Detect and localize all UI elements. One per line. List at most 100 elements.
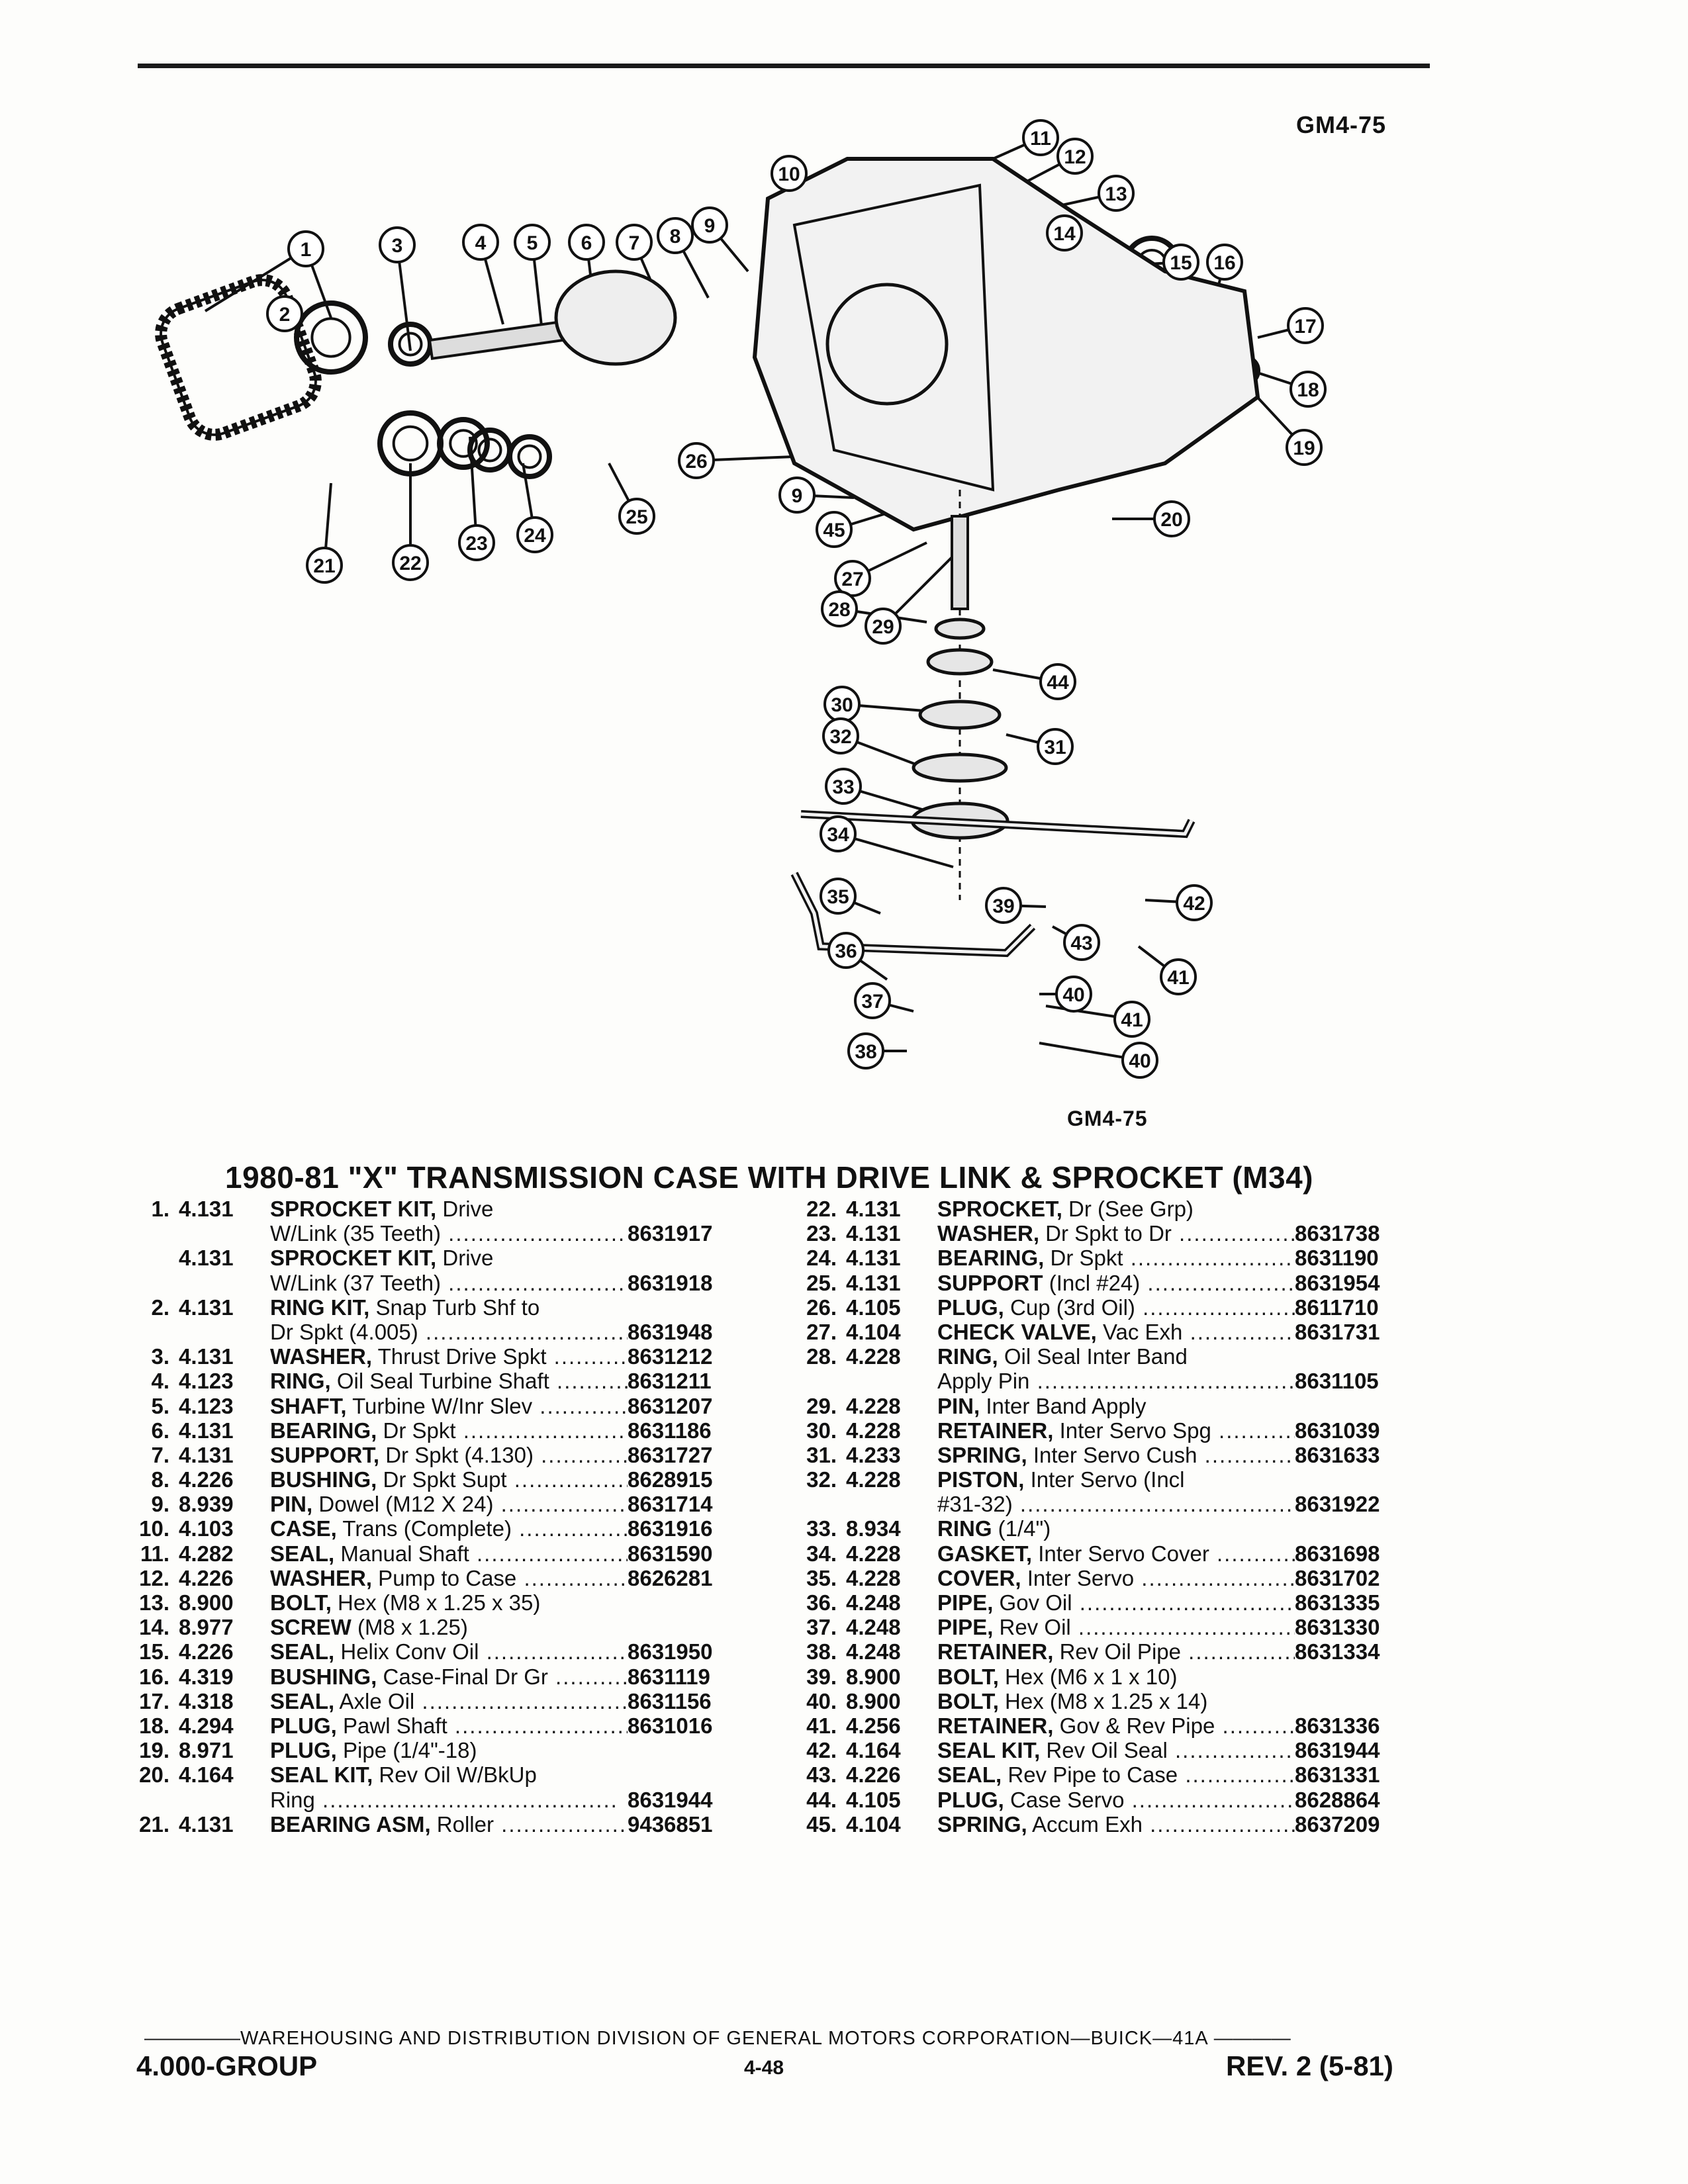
item-detail: Rev Oil Seal xyxy=(1040,1738,1168,1763)
item-number: 14. xyxy=(139,1615,169,1640)
callout-circle xyxy=(516,516,553,553)
callout-circle xyxy=(1286,429,1323,466)
item-number: 44. xyxy=(806,1787,837,1812)
group-number xyxy=(846,1369,937,1393)
callout-circle xyxy=(985,887,1022,924)
callout-circle xyxy=(1039,663,1076,700)
item-detail: Accum Exh xyxy=(1027,1811,1143,1837)
part-number: 8631916 xyxy=(628,1516,713,1541)
group-number: 4.282 xyxy=(179,1541,234,1566)
item-number: 13. xyxy=(139,1590,169,1615)
sprocket-bearing-inner xyxy=(517,444,542,469)
item-number: 10. xyxy=(139,1516,169,1541)
callout-number: 15 xyxy=(1170,252,1192,274)
part-number xyxy=(1295,1689,1387,1713)
item-detail: Drive xyxy=(436,1197,494,1221)
callout-number: 1 xyxy=(301,239,312,261)
item-description: SHAFT, Turbine W/Inr Slev ..............… xyxy=(270,1393,628,1418)
group-number: 4.226 xyxy=(179,1565,234,1590)
item-description: WASHER, Dr Spkt to Dr ..................… xyxy=(937,1221,1295,1246)
item-name: SPRING, xyxy=(937,1811,1027,1837)
part-number: 8631731 xyxy=(1295,1319,1380,1344)
callout-circle xyxy=(1153,500,1190,537)
callout-circle xyxy=(287,230,324,267)
part-number: 8631207 xyxy=(628,1393,713,1418)
item-description: PIN, Dowel (M12 X 24) ..................… xyxy=(270,1492,628,1517)
item-detail: Rev Oil W/BkUp xyxy=(373,1762,537,1788)
group-number: 8.971 xyxy=(179,1738,234,1763)
item-name: SCREW xyxy=(270,1615,352,1640)
item-description: PIPE, Rev Oil ..........................… xyxy=(937,1615,1295,1640)
item-number xyxy=(118,1221,179,1246)
part-number xyxy=(1295,1516,1387,1541)
group-number: 4.123 xyxy=(179,1393,234,1418)
callout-number: 43 xyxy=(1070,933,1092,954)
item-detail: Hex (M8 x 1.25 x 14) xyxy=(998,1688,1208,1713)
item-description: SEAL, Helix Conv Oil ...................… xyxy=(270,1639,628,1664)
item-detail: Trans (Complete) xyxy=(336,1516,512,1541)
group-number: 4.131 xyxy=(179,1344,234,1369)
leader-line xyxy=(837,833,954,868)
group-number: 4.226 xyxy=(846,1762,901,1788)
callout-number: 10 xyxy=(778,163,800,185)
item-detail: W/Link (37 Teeth) xyxy=(270,1270,442,1295)
item-number: 6. xyxy=(151,1418,169,1443)
item-number: 36. xyxy=(806,1590,837,1615)
item-name: BOLT, xyxy=(937,1664,999,1689)
item-name: PLUG, xyxy=(270,1713,337,1738)
item-detail: Inter Servo (Incl xyxy=(1024,1467,1185,1492)
callout-circle xyxy=(306,547,343,584)
item-description: PIN, Inter Band Apply xyxy=(937,1394,1295,1418)
part-number: 8631738 xyxy=(1295,1221,1380,1246)
item-number: 29. xyxy=(806,1393,837,1418)
item-detail: W/Link (35 Teeth) xyxy=(270,1221,442,1246)
callout-number: 24 xyxy=(524,525,546,547)
part-number: 8628864 xyxy=(1295,1787,1380,1812)
item-number: 18. xyxy=(139,1713,169,1738)
item-detail: Apply Pin xyxy=(937,1369,1030,1394)
callout-circle xyxy=(827,932,865,969)
group-number: 4.103 xyxy=(179,1516,234,1541)
part-number: 8631105 xyxy=(1295,1369,1379,1394)
servo-part xyxy=(918,700,1002,730)
item-description: SEAL, Axle Oil .........................… xyxy=(270,1688,628,1713)
item-detail: Helix Conv Oil xyxy=(334,1639,479,1664)
item-name: SEAL KIT, xyxy=(937,1738,1041,1763)
parts-row: #31-32) ................................… xyxy=(785,1492,1387,1516)
item-name: SEAL KIT, xyxy=(270,1762,373,1788)
item-detail: Rev Pipe to Case xyxy=(1002,1762,1178,1788)
part-number: 8631714 xyxy=(628,1492,713,1517)
item-number: 45. xyxy=(806,1811,837,1837)
item-number: 31. xyxy=(806,1442,837,1467)
group-number: 8.900 xyxy=(846,1688,901,1713)
part-number: 8628915 xyxy=(628,1467,713,1492)
callout-circle xyxy=(568,224,605,261)
item-detail: Axle Oil xyxy=(334,1688,415,1713)
part-number: 8631190 xyxy=(1295,1246,1379,1271)
footer-revision: REV. 2 (5-81) xyxy=(1226,2050,1393,2081)
callout-circle xyxy=(820,815,857,852)
drive-sprocket-support xyxy=(554,269,677,366)
item-name: SEAL, xyxy=(270,1688,335,1713)
part-number: 8631039 xyxy=(1295,1418,1380,1443)
callout-number: 31 xyxy=(1044,737,1066,758)
figure-code-top: GM4-75 xyxy=(1296,111,1387,138)
item-description: GASKET, Inter Servo Cover ..............… xyxy=(937,1541,1295,1566)
callout-circle xyxy=(616,224,653,261)
item-name: COVER, xyxy=(937,1565,1021,1590)
item-name: SEAL, xyxy=(270,1541,335,1566)
item-description: SPRING, Inter Servo Cush ...............… xyxy=(937,1442,1295,1467)
item-detail: Snap Turb Shf to xyxy=(369,1295,540,1320)
item-description: BOLT, Hex (M8 x 1.25 x 35) xyxy=(270,1590,628,1615)
item-name: WASHER, xyxy=(937,1221,1040,1246)
